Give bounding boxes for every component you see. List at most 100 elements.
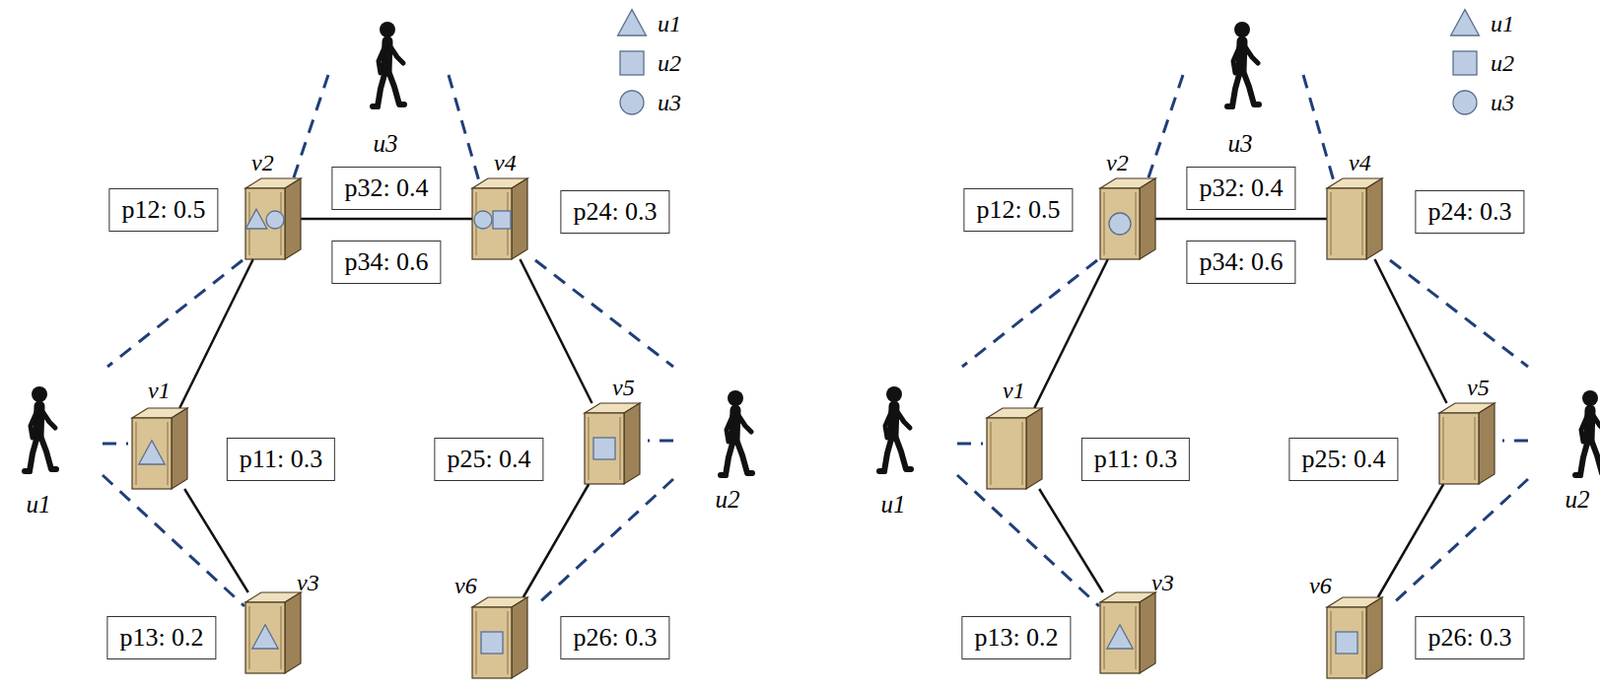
legend-text: u3 bbox=[1490, 89, 1515, 117]
probability-box: p11: 0.3 bbox=[226, 437, 336, 482]
probability-box: p12: 0.5 bbox=[963, 188, 1073, 232]
probability-text: p11: 0.3 bbox=[239, 444, 323, 474]
server-icon bbox=[472, 178, 528, 260]
circle-symbol bbox=[620, 90, 644, 115]
coverage-line bbox=[107, 260, 243, 367]
probability-text: p32: 0.4 bbox=[1198, 173, 1283, 203]
server-node: v6 bbox=[1326, 597, 1383, 679]
probability-box: p13: 0.2 bbox=[961, 616, 1071, 660]
network-link bbox=[179, 259, 254, 409]
triangle-symbol bbox=[245, 208, 268, 229]
probability-box: p11: 0.3 bbox=[1081, 437, 1190, 482]
triangle-symbol bbox=[618, 9, 647, 36]
network-link bbox=[184, 488, 249, 593]
legend-text: u2 bbox=[657, 50, 682, 77]
probability-text: p34: 0.6 bbox=[1198, 247, 1283, 277]
server-node: v6 bbox=[472, 597, 528, 679]
coverage-line bbox=[957, 442, 983, 446]
legend-swatch bbox=[1453, 51, 1477, 75]
coverage-line bbox=[291, 74, 329, 184]
server-label: v4 bbox=[493, 149, 517, 177]
probability-text: p32: 0.4 bbox=[344, 173, 428, 203]
probability-text: p12: 0.5 bbox=[121, 195, 206, 224]
server-icon bbox=[1100, 592, 1156, 674]
coverage-line bbox=[102, 475, 245, 607]
server-icon bbox=[584, 403, 640, 485]
server-node: v3 bbox=[245, 592, 301, 674]
server-node: v3 bbox=[1100, 592, 1156, 674]
server-icon bbox=[1326, 178, 1383, 260]
probability-box: p12: 0.5 bbox=[108, 188, 218, 232]
server-node: v1 bbox=[986, 408, 1043, 489]
network-link bbox=[1039, 488, 1104, 593]
user-figure bbox=[24, 386, 57, 472]
server-label: v1 bbox=[147, 377, 171, 405]
server-node: v2 bbox=[245, 178, 301, 260]
probability-box: p34: 0.6 bbox=[1185, 240, 1296, 284]
probability-text: p13: 0.2 bbox=[973, 623, 1058, 652]
server-icon bbox=[1439, 403, 1495, 485]
network-link bbox=[1378, 484, 1445, 598]
circle-symbol bbox=[1109, 212, 1131, 235]
user-figure bbox=[879, 386, 911, 472]
probability-text: p24: 0.3 bbox=[1427, 197, 1512, 226]
probability-box: p25: 0.4 bbox=[433, 437, 544, 482]
server-icon bbox=[472, 597, 528, 679]
coverage-line bbox=[1502, 439, 1529, 443]
coverage-line bbox=[102, 442, 129, 446]
server-node: v4 bbox=[472, 178, 528, 260]
coverage-line bbox=[1390, 260, 1529, 367]
square-symbol bbox=[593, 437, 616, 460]
server-icon bbox=[132, 408, 188, 489]
triangle-symbol bbox=[139, 440, 165, 465]
coverage-line bbox=[1146, 74, 1183, 184]
legend-text: u2 bbox=[1490, 50, 1515, 77]
server-label: v5 bbox=[612, 374, 635, 402]
server-node: v4 bbox=[1326, 178, 1383, 260]
circle-symbol bbox=[266, 210, 284, 229]
server-node: v5 bbox=[1439, 403, 1495, 485]
probability-box: p24: 0.3 bbox=[1414, 190, 1525, 234]
legend-swatch bbox=[1453, 90, 1477, 115]
user-label: u3 bbox=[1228, 130, 1253, 158]
square-symbol bbox=[492, 210, 511, 229]
server-icon bbox=[1100, 178, 1156, 260]
server-icon bbox=[1326, 597, 1383, 679]
server-node: v2 bbox=[1100, 178, 1156, 260]
user-label: u2 bbox=[1565, 486, 1591, 514]
server-icon bbox=[986, 408, 1043, 489]
user-figure bbox=[1227, 21, 1259, 107]
circle-symbol bbox=[1453, 90, 1477, 115]
server-label: v6 bbox=[1309, 572, 1332, 600]
legend-text: u3 bbox=[657, 89, 682, 117]
server-label: v4 bbox=[1348, 149, 1372, 177]
probability-box: p32: 0.4 bbox=[1185, 166, 1296, 210]
server-label: v3 bbox=[296, 569, 320, 597]
server-label: v5 bbox=[1466, 374, 1490, 402]
probability-text: p12: 0.5 bbox=[975, 195, 1060, 224]
probability-text: p26: 0.3 bbox=[1427, 623, 1512, 652]
user-figure bbox=[1575, 390, 1600, 476]
network-link bbox=[300, 217, 473, 221]
legend-text: u1 bbox=[657, 10, 682, 38]
user-label: u2 bbox=[715, 486, 741, 514]
network-link bbox=[1034, 259, 1109, 409]
server-node: v1 bbox=[132, 408, 188, 489]
coverage-line bbox=[962, 260, 1098, 367]
probability-box: p24: 0.3 bbox=[559, 190, 670, 234]
legend-swatch bbox=[1451, 9, 1480, 36]
network-link bbox=[1375, 259, 1448, 404]
network-link bbox=[520, 259, 593, 404]
square-symbol bbox=[481, 631, 503, 654]
coverage-line bbox=[957, 475, 1100, 607]
coverage-line bbox=[1303, 74, 1334, 182]
server-label: v2 bbox=[1106, 149, 1129, 177]
probability-box: p25: 0.4 bbox=[1288, 437, 1398, 482]
square-symbol bbox=[620, 51, 644, 75]
server-icon bbox=[245, 178, 301, 260]
probability-box: p34: 0.6 bbox=[331, 240, 441, 284]
probability-text: p25: 0.4 bbox=[446, 444, 531, 474]
probability-text: p26: 0.3 bbox=[572, 623, 657, 652]
